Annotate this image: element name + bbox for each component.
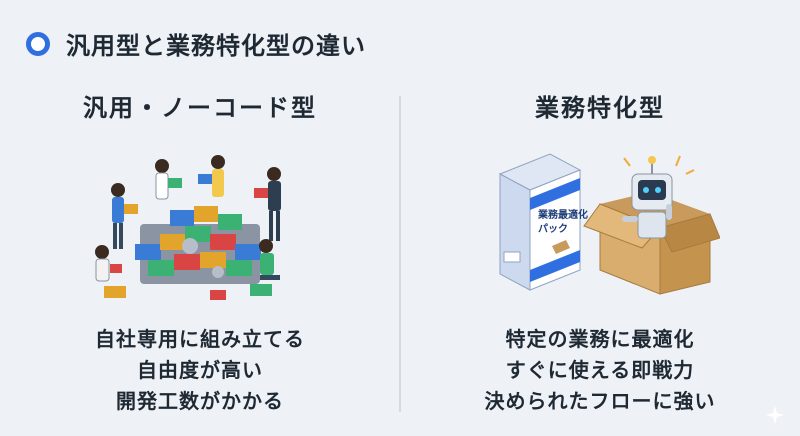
block-pile <box>135 206 261 284</box>
point-item: 自由度が高い <box>137 358 263 382</box>
point-item: 開発工数がかかる <box>116 389 284 413</box>
sparkle-lines <box>623 155 695 175</box>
person-5 <box>259 239 280 280</box>
page-title: 汎用型と業務特化型の違い <box>66 32 366 60</box>
general-purpose-title: 汎用・ノーコード型 <box>83 94 317 122</box>
box-label-line-1: 業務最適化 <box>537 208 588 221</box>
person-6 <box>95 245 122 282</box>
person-4 <box>254 167 281 241</box>
specialized-points: 特定の業務に最適化 すぐに使える即戦力 決められたフローに強い <box>420 324 780 417</box>
point-item: 決められたフローに強い <box>484 389 716 413</box>
building-blocks-team-illustration <box>95 155 281 300</box>
general-purpose-column: 汎用・ノーコード型 <box>20 88 380 417</box>
sparkle-icon <box>766 406 784 424</box>
header: 汎用型と業務特化型の違い <box>26 26 366 61</box>
ring-bullet-icon <box>26 31 50 56</box>
package-box <box>498 153 582 291</box>
package-robot-illustration: 業務最適化 パック <box>498 153 720 295</box>
box-label-line-2: パック <box>538 223 568 235</box>
point-item: すぐに使える即戦力 <box>505 358 695 382</box>
specialized-title: 業務特化型 <box>535 94 665 122</box>
person-3 <box>198 155 225 197</box>
point-item: 自社専用に組み立てる <box>95 327 305 351</box>
column-divider <box>399 96 401 412</box>
point-item: 特定の業務に最適化 <box>505 327 695 351</box>
person-1 <box>111 183 138 249</box>
person-2 <box>155 159 182 200</box>
specialized-column: 業務特化型 業務最適化 パック <box>420 88 780 417</box>
general-purpose-points: 自社専用に組み立てる 自由度が高い 開発工数がかかる <box>20 324 380 417</box>
robot <box>622 156 673 239</box>
